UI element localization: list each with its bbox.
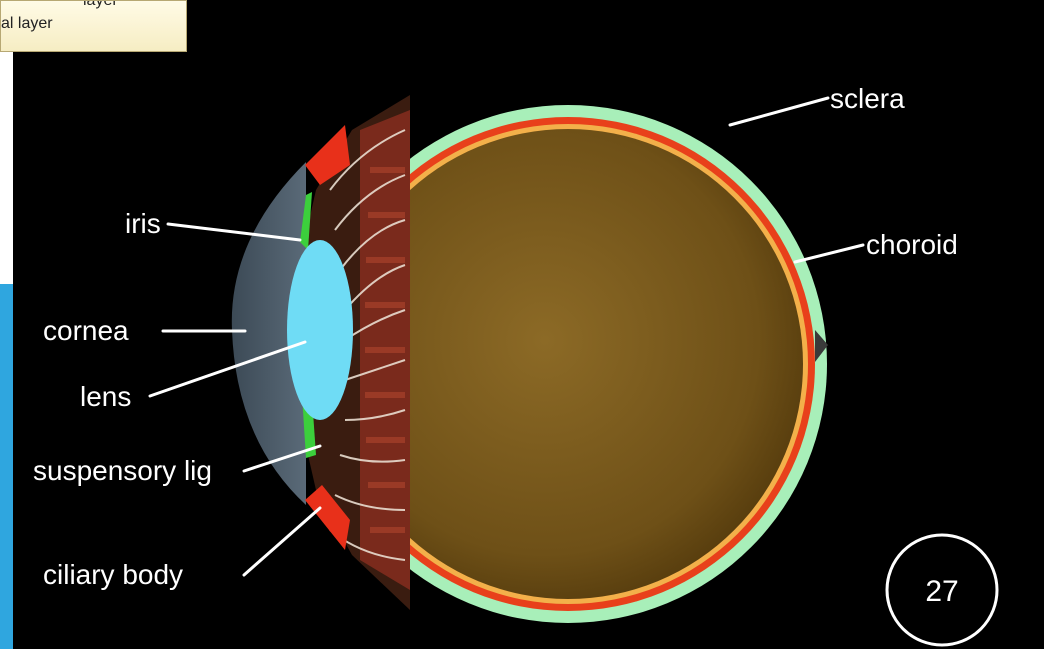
sclera-leader [730,98,828,125]
choroid-leader [795,245,863,262]
iris-label: iris [125,208,161,239]
sclera-label: sclera [830,83,905,114]
suspensory-lig-label: suspensory lig [33,455,212,486]
ciliary-body-label: ciliary body [43,559,183,590]
cornea-label: cornea [43,315,129,346]
lens-shape [287,240,353,420]
callout-box: layer al layer [0,0,187,52]
page-number: 27 [925,575,958,608]
choroid-label: choroid [866,229,958,260]
callout-line-1: layer [83,0,118,10]
ciliary-body-leader [244,508,320,575]
lens-label: lens [80,381,131,412]
callout-line-2: al layer [1,15,53,33]
